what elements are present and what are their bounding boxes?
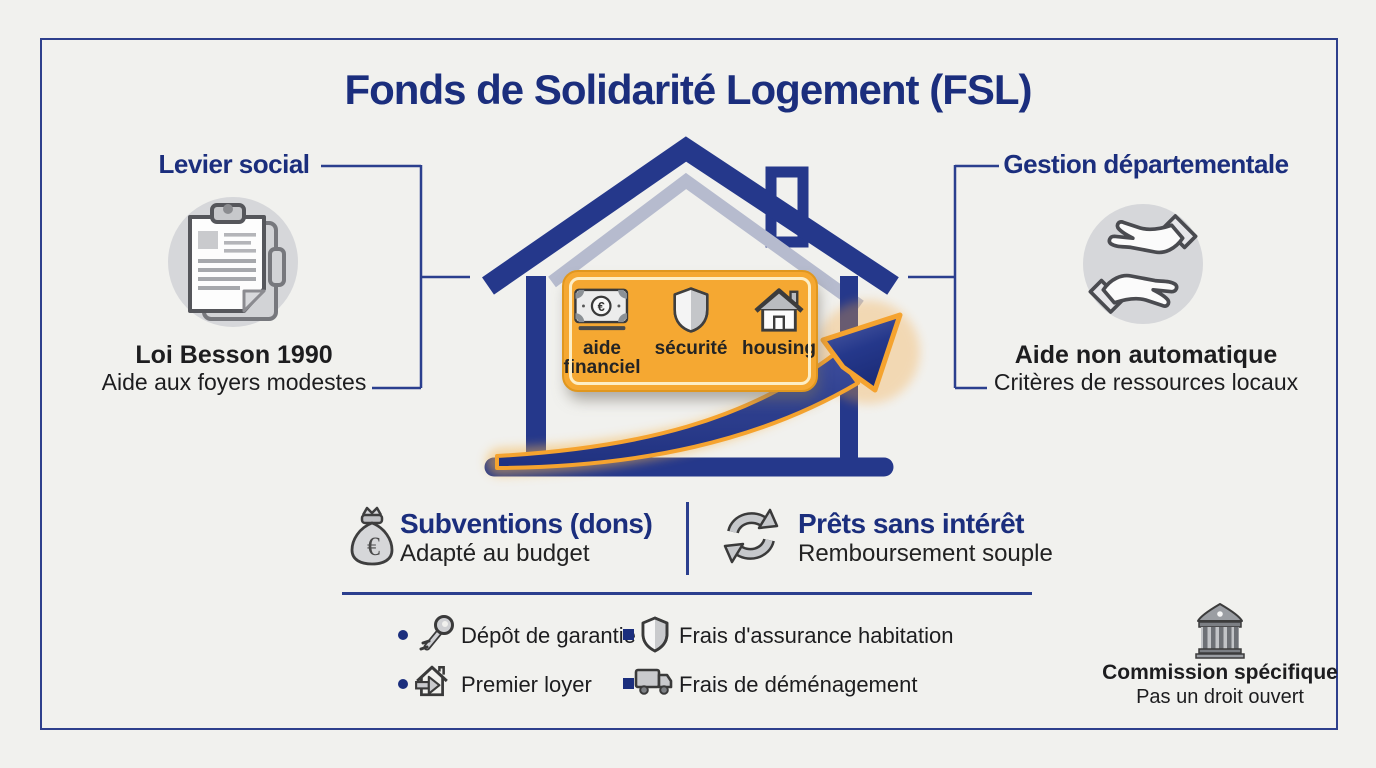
key-icon [417,614,455,656]
cost-assurance-label: Frais d'assurance habitation [679,623,954,648]
cost-loyer-label: Premier loyer [461,672,592,697]
right-bracket-connector [908,164,999,390]
roof [482,136,899,295]
shield-icon [670,284,712,336]
commission-title: Commission spécifique [1102,661,1338,684]
svg-text:€: € [367,532,380,561]
panel-label-securite: sécurité [654,338,728,359]
panel-label-aide: aide financiel [563,338,641,379]
panel-item-aide: € aide financiel [563,284,641,379]
truck-icon [634,666,674,696]
aid-subventions-title: Subventions (dons) [400,508,653,539]
cost-depot-label: Dépôt de garantie [461,623,636,648]
panel-item-housing: housing [742,284,816,358]
bullet-dot [398,679,408,689]
left-branch-line1: Loi Besson 1990 [135,341,333,369]
house-icon [752,284,806,336]
right-branch-line1: Aide non automatique [1014,341,1278,369]
bullet-dot [398,630,408,640]
clipboard-icon [168,197,298,327]
bullet-square [623,629,634,640]
left-bracket-connector [321,164,470,390]
money-bag-euro-icon: € [349,505,396,567]
right-branch-line2: Critères de ressources locaux [993,369,1299,395]
left-branch-heading: Levier social [158,149,310,179]
roof-shadow [548,172,864,312]
aid-types-divider [686,502,689,575]
bullet-square [623,678,634,689]
aid-subventions-subtitle: Adapté au budget [400,540,590,567]
section-divider [342,592,1032,595]
house-arrow-icon [414,664,450,698]
aid-prets-subtitle: Remboursement souple [798,540,1053,567]
cycle-arrows-icon [722,505,780,567]
banknote-euro-icon: € [573,284,631,336]
panel-label-housing: housing [742,338,816,359]
svg-text:€: € [598,299,605,314]
bank-icon [1192,601,1248,659]
aid-prets-title: Prêts sans intérêt [798,508,1025,539]
outer-frame [40,38,1338,730]
page-title: Fonds de Solidarité Logement (FSL) [344,66,1032,113]
cost-demenagement-label: Frais de déménagement [679,672,918,697]
left-branch-line2: Aide aux foyers modestes [101,369,367,395]
house-benefits-panel: € aide financiel sécurité [562,270,818,392]
shield-small-icon [641,616,669,654]
right-branch-heading: Gestion départementale [1003,149,1289,179]
panel-item-securite: sécurité [654,284,728,358]
helping-hands-icon [1083,204,1203,324]
commission-subtitle: Pas un droit ouvert [1136,686,1304,708]
